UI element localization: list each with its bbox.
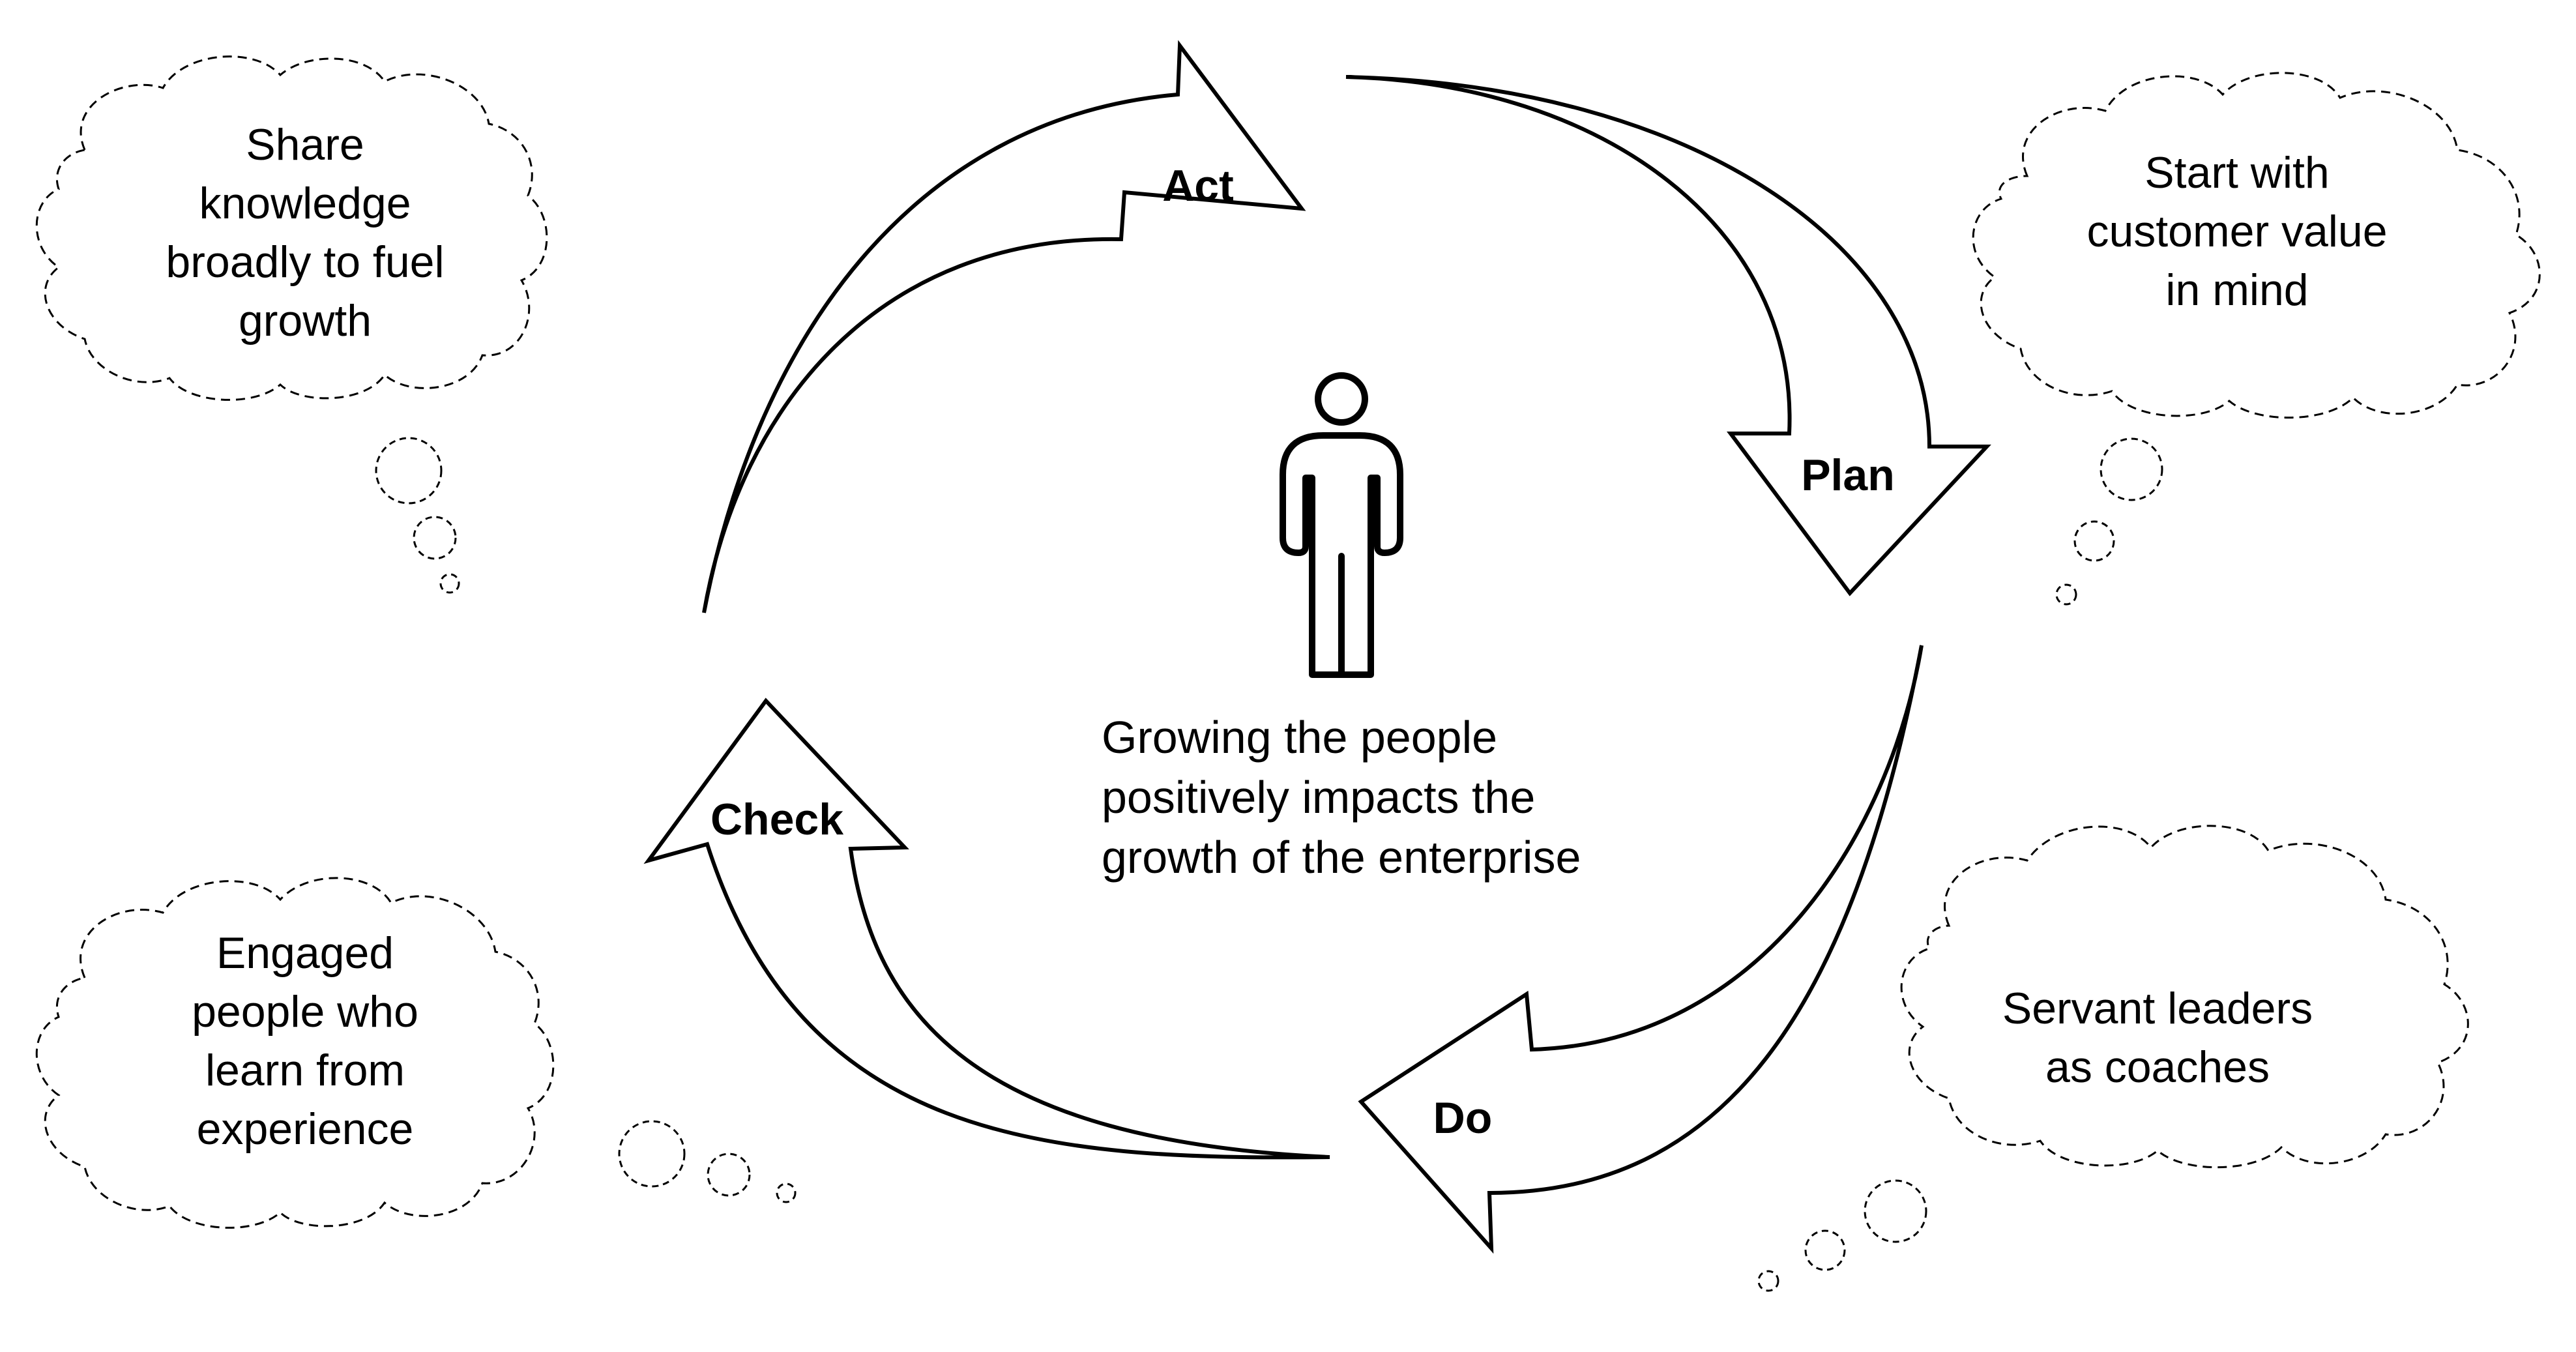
thought-cloud-top-right: Start with customer value in mind xyxy=(1972,72,2541,606)
cloud-text-line: learn from xyxy=(205,1046,405,1095)
act-label: Act xyxy=(1162,161,1234,211)
do-arrow xyxy=(1358,645,1924,1254)
cloud-text-line: people who xyxy=(192,987,418,1036)
cloud-text-line: experience xyxy=(197,1104,414,1154)
cloud-outline xyxy=(1972,72,2541,419)
check-arrow xyxy=(643,698,1330,1160)
do-label: Do xyxy=(1433,1093,1493,1143)
act-arrow xyxy=(702,40,1306,613)
thought-bubble xyxy=(1757,1270,1779,1292)
center-caption: Growing the people positively impacts th… xyxy=(1102,712,1581,883)
thought-bubble xyxy=(2073,520,2115,562)
center-line-2: positively impacts the xyxy=(1102,772,1535,823)
thought-cloud-top-left: Share knowledge broadly to fuel growth xyxy=(35,55,548,594)
thought-bubble xyxy=(439,573,460,594)
thought-bubble xyxy=(707,1153,751,1197)
center-line-1: Growing the people xyxy=(1102,712,1497,763)
cloud-outline xyxy=(35,877,555,1229)
thought-bubble xyxy=(1864,1179,1927,1243)
plan-arrow xyxy=(1345,75,1991,596)
plan-label: Plan xyxy=(1801,450,1895,500)
cloud-text-line: customer value xyxy=(2086,207,2387,256)
thought-bubble xyxy=(2100,437,2163,501)
cloud-text-line: knowledge xyxy=(199,179,411,228)
thought-bubble xyxy=(1804,1229,1846,1271)
center-line-3: growth of the enterprise xyxy=(1102,832,1581,883)
cloud-text-line: in mind xyxy=(2165,265,2308,315)
cloud-outline xyxy=(35,55,548,401)
thought-bubble xyxy=(2055,583,2077,606)
cloud-text-line: broadly to fuel xyxy=(166,237,444,287)
thought-bubble xyxy=(413,516,457,560)
cloud-text-line: Start with xyxy=(2144,148,2329,198)
cloud-text-line: Share xyxy=(246,120,364,169)
check-label: Check xyxy=(710,795,843,844)
thought-bubble xyxy=(375,437,443,505)
cloud-text-line: growth xyxy=(239,296,372,345)
person-icon xyxy=(1280,372,1403,678)
thought-bubble xyxy=(618,1120,686,1188)
cloud-text-line: Servant leaders xyxy=(2002,984,2313,1033)
thought-cloud-bottom-left: Engaged people who learn from experience xyxy=(35,877,797,1229)
thought-cloud-bottom-right: Servant leaders as coaches xyxy=(1757,825,2469,1292)
cloud-text-line: Engaged xyxy=(216,928,394,978)
thought-bubble xyxy=(776,1183,797,1203)
cloud-text-line: as coaches xyxy=(2045,1042,2270,1092)
